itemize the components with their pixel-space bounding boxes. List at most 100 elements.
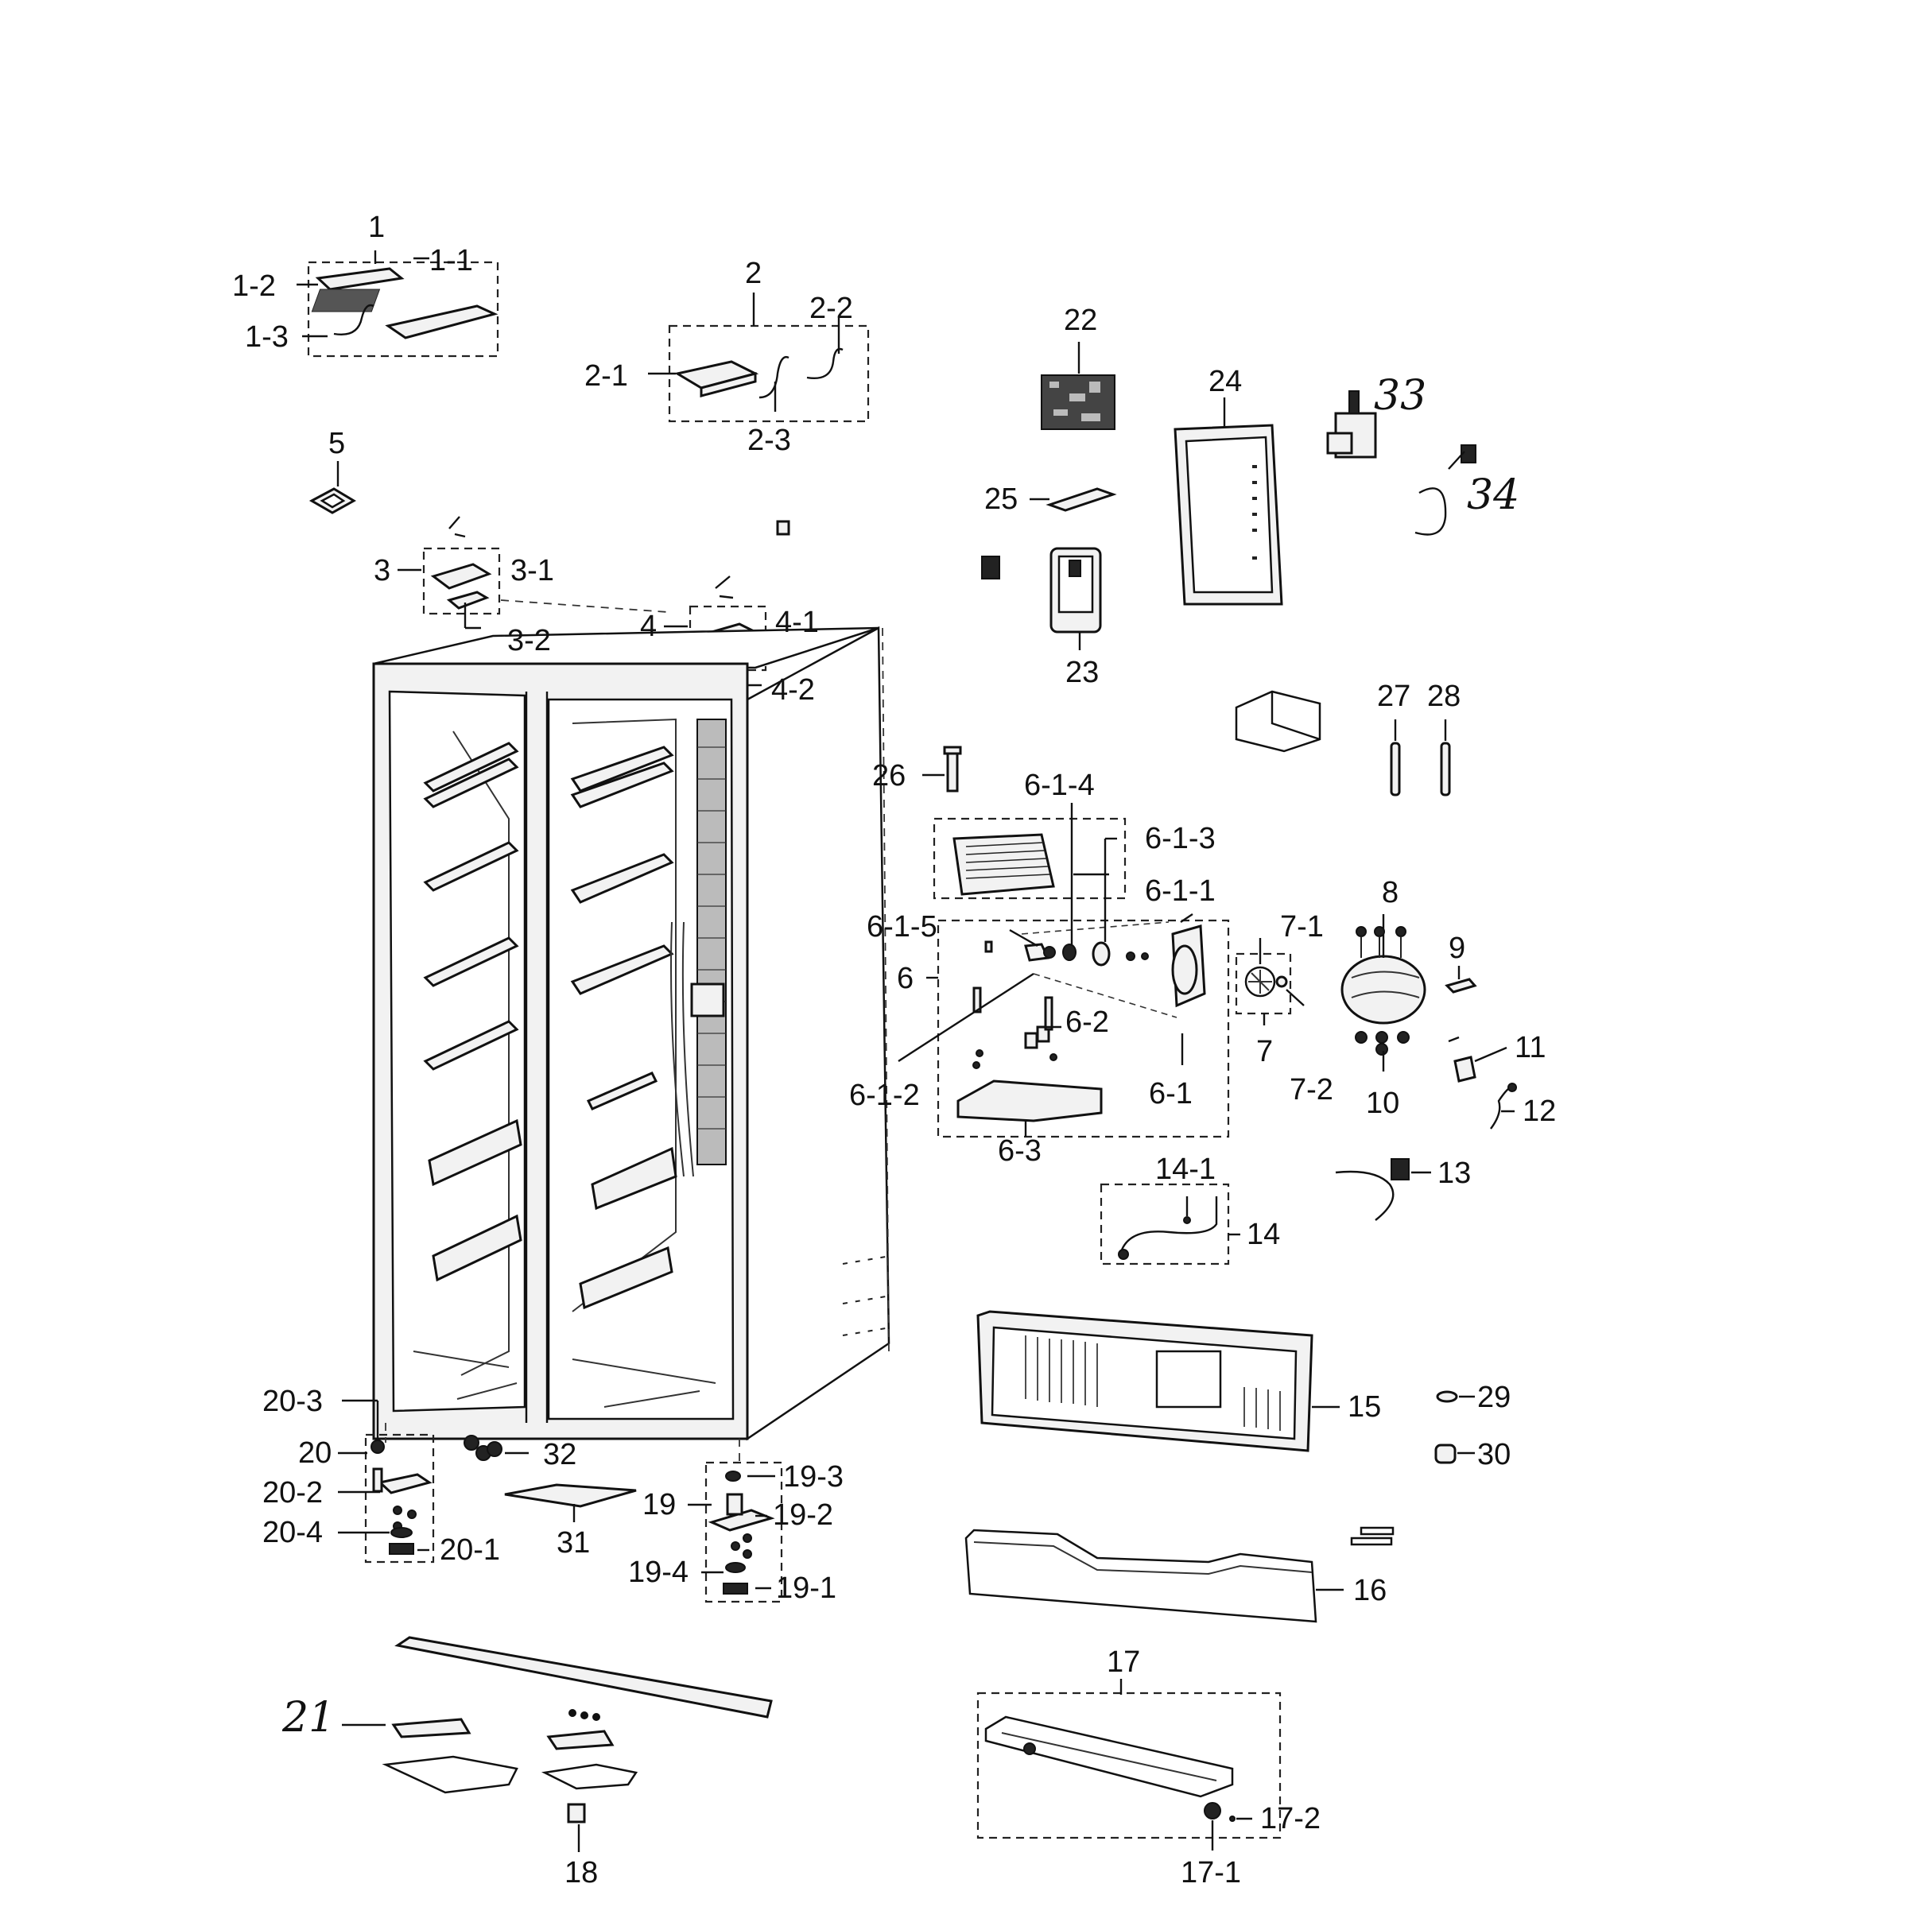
callout-1-2: 1-2 <box>232 269 276 303</box>
group-19 <box>688 1461 783 1603</box>
part-6-1-4 <box>1062 944 1077 961</box>
callout-6-1-3: 6-1-3 <box>1145 822 1216 855</box>
part-2-2-wire <box>806 347 844 379</box>
callout-20-2: 20-2 <box>262 1476 323 1510</box>
part-2-3-wire <box>758 356 789 399</box>
part-8-compressor <box>1340 914 1426 1056</box>
part-1-2-cover <box>315 267 405 291</box>
callout-6-1-1: 6-1-1 <box>1145 874 1216 908</box>
callout-9: 9 <box>1449 932 1465 965</box>
group-6 <box>898 803 1230 1138</box>
callout-3-2: 3-2 <box>507 624 551 657</box>
group-3-box <box>422 547 501 615</box>
part-30 <box>1434 1444 1475 1464</box>
part-19-1-wheel <box>723 1583 748 1595</box>
group-3 <box>398 516 501 630</box>
part-20-3 <box>370 1440 385 1454</box>
callout-21: 21 <box>281 1694 335 1742</box>
group-20 <box>338 1399 435 1564</box>
callout-7: 7 <box>1256 1035 1273 1068</box>
callout-4-2: 4-2 <box>771 673 815 707</box>
rear-duct-grille <box>696 719 727 1165</box>
part-22-pcb <box>1041 342 1115 430</box>
group-19-box <box>704 1461 783 1603</box>
fresh-food-shelves <box>570 746 677 1310</box>
part-1-1-housing <box>385 304 499 339</box>
callout-17: 17 <box>1107 1645 1140 1679</box>
duct-bracket <box>1235 690 1321 753</box>
part-3-hinge <box>430 563 492 590</box>
callout-25: 25 <box>984 482 1018 516</box>
part-1-3-wire <box>333 304 374 335</box>
callout-7-2: 7-2 <box>1290 1073 1333 1106</box>
group-1 <box>297 250 499 358</box>
part-11-relay <box>1448 1036 1507 1083</box>
fresh-food-compartment <box>547 698 735 1420</box>
part-32-bolts <box>464 1435 529 1461</box>
part-6-3-cover <box>956 1079 1103 1122</box>
callout-4-1: 4-1 <box>775 606 819 639</box>
small-clip <box>776 520 790 536</box>
callout-27: 27 <box>1377 680 1410 713</box>
callout-2: 2 <box>745 257 762 290</box>
callout-23: 23 <box>1065 656 1099 689</box>
callout-14-1: 14-1 <box>1155 1153 1216 1186</box>
group-21-base <box>342 1636 773 1852</box>
callout-5: 5 <box>328 427 345 460</box>
part-29 <box>1436 1390 1475 1403</box>
callout-12: 12 <box>1523 1095 1556 1128</box>
callout-3: 3 <box>374 554 390 587</box>
callout-6-3: 6-3 <box>998 1134 1042 1168</box>
callout-32: 32 <box>543 1438 576 1471</box>
part-21-cover <box>391 1718 471 1738</box>
part-34-wire <box>1414 444 1476 536</box>
part-20-1-wheel <box>389 1543 414 1555</box>
dispenser-housing <box>690 982 725 1017</box>
callout-20-3: 20-3 <box>262 1385 323 1418</box>
group-20-box <box>364 1433 435 1564</box>
part-7-2-cap <box>1275 975 1288 988</box>
part-1-1-grille <box>311 289 381 312</box>
callout-2-1: 2-1 <box>584 359 628 393</box>
small-bracket <box>981 556 1000 579</box>
callout-1: 1 <box>368 211 385 244</box>
callout-26: 26 <box>872 759 906 793</box>
group-14 <box>1100 1183 1240 1265</box>
callout-29: 29 <box>1477 1381 1511 1414</box>
part-28-rod <box>1440 719 1451 796</box>
callout-6-1-5: 6-1-5 <box>867 910 937 944</box>
part-24-control-panel <box>1174 397 1283 606</box>
callout-4: 4 <box>640 610 657 643</box>
part-18 <box>567 1803 586 1823</box>
part-17-1-foot <box>1204 1802 1221 1820</box>
part-9 <box>1445 966 1477 994</box>
part-25-sensor <box>1030 487 1117 512</box>
callout-33: 33 <box>1374 372 1426 420</box>
callout-17-1: 17-1 <box>1181 1856 1241 1889</box>
part-27-rod <box>1390 719 1401 796</box>
part-5-bracket <box>308 461 356 514</box>
callout-3-1: 3-1 <box>510 554 554 587</box>
callout-10: 10 <box>1366 1087 1399 1120</box>
freezer-shelves <box>423 742 522 1282</box>
callout-30: 30 <box>1477 1438 1511 1471</box>
callout-2-2: 2-2 <box>809 292 853 325</box>
part-26-pin <box>922 746 962 793</box>
callout-6-1-2: 6-1-2 <box>849 1079 920 1112</box>
callout-labels: 1 1-1 1-2 1-3 2 2-1 2-2 2-3 3 3-1 3-2 4 … <box>232 211 1556 1889</box>
callout-19-2: 19-2 <box>773 1498 833 1532</box>
callout-11: 11 <box>1515 1031 1546 1064</box>
callout-22: 22 <box>1064 304 1097 337</box>
callout-2-3: 2-3 <box>747 424 791 457</box>
callout-34: 34 <box>1467 471 1519 519</box>
callout-6-1-4: 6-1-4 <box>1024 769 1095 802</box>
group-17 <box>976 1679 1282 1851</box>
callout-17-2: 17-2 <box>1260 1802 1321 1835</box>
callout-16: 16 <box>1353 1574 1387 1607</box>
part-20-2-bracket <box>377 1473 433 1494</box>
callout-6-2: 6-2 <box>1065 1006 1109 1039</box>
callout-19-4: 19-4 <box>628 1556 689 1589</box>
part-33-valve <box>1326 390 1377 459</box>
callout-1-1: 1-1 <box>429 244 473 277</box>
